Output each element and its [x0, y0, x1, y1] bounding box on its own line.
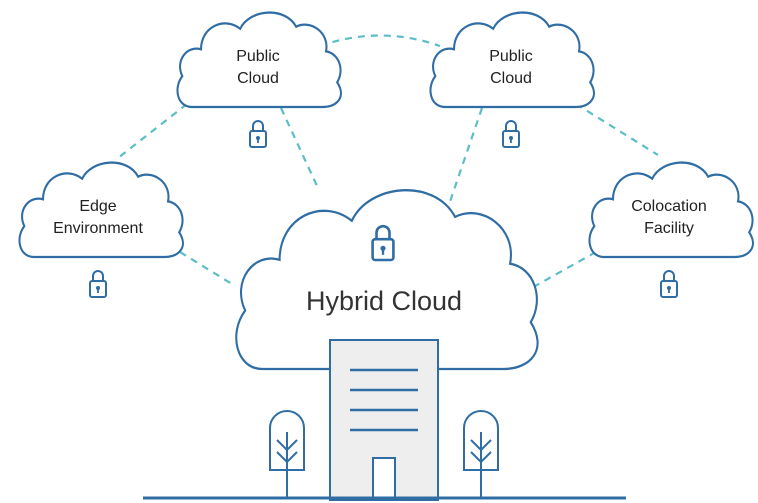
lock-icon: [660, 270, 678, 298]
lock-icon: [89, 270, 107, 298]
edge-environment-line1: Edge: [79, 198, 116, 215]
building-icon: [329, 339, 439, 501]
public-cloud-right-line1: Public: [489, 48, 533, 65]
hybrid-cloud-title: Hybrid Cloud: [306, 286, 462, 316]
tree-icon: [463, 410, 499, 498]
public-cloud-left-line2: Cloud: [237, 70, 279, 87]
colocation-facility-line1: Colocation: [631, 198, 707, 215]
connector-colocation-to-hybrid: [527, 251, 597, 291]
public-cloud-left-line1: Public: [236, 48, 280, 65]
connector-public-left-to-edge: [117, 103, 188, 159]
public-cloud-right-line2: Cloud: [490, 70, 532, 87]
connector-public-right-to-hybrid: [441, 107, 484, 223]
connector-public-left-to-hybrid: [280, 107, 319, 189]
tree-icon: [269, 410, 305, 498]
connector-public-to-public: [319, 34, 441, 48]
colocation-facility-line2: Facility: [644, 220, 694, 237]
lock-icon: [249, 120, 267, 148]
connector-public-right-to-colocation: [575, 103, 659, 156]
lock-icon: [502, 120, 520, 148]
edge-environment-line2: Environment: [53, 220, 143, 237]
connectors: [117, 34, 659, 291]
connector-edge-to-hybrid: [179, 251, 233, 285]
